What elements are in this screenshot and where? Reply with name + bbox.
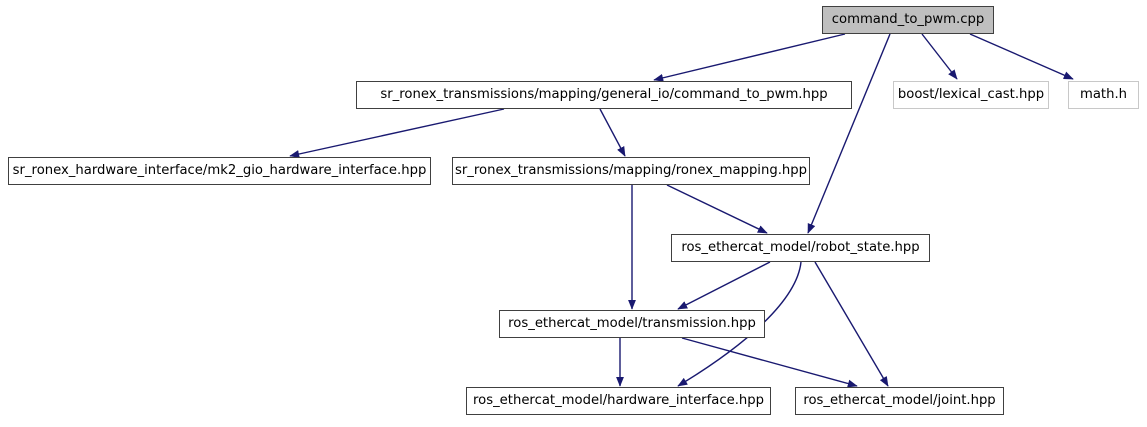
edge-robot-state-to-transmission	[677, 261, 771, 310]
node-robot-state-hpp[interactable]: ros_ethercat_model/robot_state.hpp	[671, 234, 930, 262]
node-label: command_to_pwm.cpp	[831, 12, 985, 28]
node-label: ros_ethercat_model/joint.hpp	[803, 393, 996, 409]
node-math-h[interactable]: math.h	[1068, 81, 1139, 109]
edge-ronex-mapping-to-robot-state	[666, 184, 768, 234]
node-label: ros_ethercat_model/hardware_interface.hp…	[473, 393, 764, 409]
node-label: boost/lexical_cast.hpp	[897, 87, 1045, 103]
node-label: sr_ronex_transmissions/mapping/ronex_map…	[455, 163, 807, 179]
node-boost-lexical-cast-hpp[interactable]: boost/lexical_cast.hpp	[893, 81, 1049, 109]
node-label: sr_ronex_transmissions/mapping/general_i…	[380, 87, 828, 103]
node-general-io-command-to-pwm-hpp[interactable]: sr_ronex_transmissions/mapping/general_i…	[356, 81, 852, 109]
edge-transmission-to-joint	[681, 337, 858, 388]
edge-root-to-math-h	[969, 33, 1074, 80]
node-joint-hpp[interactable]: ros_ethercat_model/joint.hpp	[795, 387, 1004, 415]
node-label: ros_ethercat_model/robot_state.hpp	[681, 240, 920, 256]
node-label: sr_ronex_hardware_interface/mk2_gio_hard…	[12, 163, 427, 179]
node-mk2-gio-hardware-interface-hpp[interactable]: sr_ronex_hardware_interface/mk2_gio_hard…	[8, 157, 431, 185]
node-hardware-interface-hpp[interactable]: ros_ethercat_model/hardware_interface.hp…	[466, 387, 771, 415]
node-ronex-mapping-hpp[interactable]: sr_ronex_transmissions/mapping/ronex_map…	[452, 157, 810, 185]
node-label: ros_ethercat_model/transmission.hpp	[508, 316, 756, 332]
edge-robot-state-to-joint	[814, 261, 889, 387]
edge-root-to-general-io-command-to-pwm	[653, 33, 846, 82]
node-transmission-hpp[interactable]: ros_ethercat_model/transmission.hpp	[499, 310, 765, 338]
edge-root-to-boost-lexical-cast	[921, 33, 958, 80]
edge-root-to-robot-state	[807, 33, 891, 234]
edge-general-io-to-ronex-mapping	[599, 108, 626, 157]
node-label: math.h	[1079, 87, 1127, 103]
edge-general-io-to-mk2-gio-hardware-interface	[289, 108, 505, 158]
node-command-to-pwm-cpp[interactable]: command_to_pwm.cpp	[822, 6, 994, 34]
